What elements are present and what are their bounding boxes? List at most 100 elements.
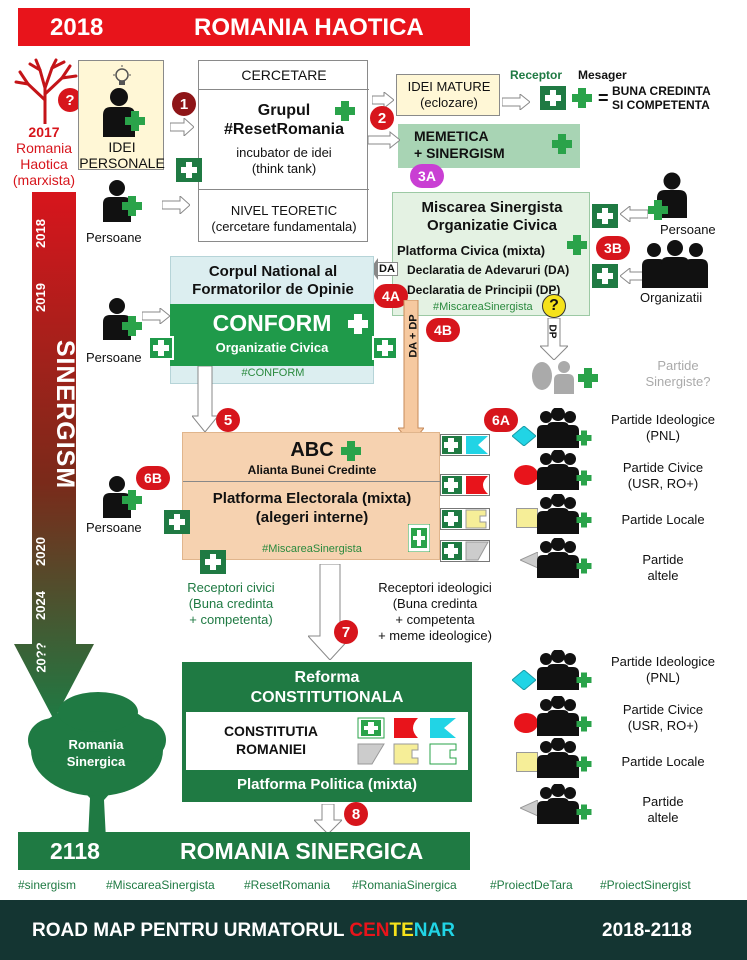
memetica-box: MEMETICA + SINERGISM: [398, 124, 580, 168]
organizatii-label: Organizatii: [640, 290, 703, 305]
step-6b-badge: 6B: [136, 466, 170, 490]
party-top-altele: Partide altele: [588, 552, 738, 584]
bottom-bar-text: ROAD MAP PENTRU URMATORUL CENTENAR: [32, 920, 455, 942]
timeline-word: SINERGISM: [51, 339, 80, 490]
dead-tree-icon: [14, 58, 78, 124]
timeline-year-2024: 2024: [32, 591, 48, 620]
person-icon: [103, 88, 135, 137]
gray-triangle-icon: [520, 800, 538, 816]
bottom-bar-te: TE: [389, 920, 414, 941]
receptori-ideologici-line-1: Receptori ideologici: [378, 580, 492, 595]
party-top-civice-line-2: (USR, RO+): [627, 476, 699, 491]
party-top-ideologice-line-2: (PNL): [646, 428, 680, 443]
miscarea-title: Miscarea Sinergista Organizatie Civica: [393, 199, 591, 235]
platforma-politica: Platforma Politica (mixta): [236, 776, 418, 793]
plus-icon: [122, 196, 142, 216]
party-top-altele-line-1: Partide: [642, 552, 684, 567]
grupul-title: Grupul #ResetRomania: [199, 101, 369, 139]
group-icon: [537, 408, 579, 448]
party-bottom-altele-line-1: Partide: [642, 794, 684, 809]
plus-icon: [341, 441, 361, 461]
receptori-civici-line-2: (Buna credinta: [188, 596, 274, 611]
platforma-civica: Platforma Civica (mixta): [397, 243, 546, 258]
header-banner: 2018 ROMANIA HAOTICA: [18, 8, 470, 46]
idei-line-1: IDEI: [108, 139, 136, 155]
down-arrow-5: [192, 366, 218, 432]
hashtag-1[interactable]: #sinergism: [18, 878, 77, 892]
idei-mature-line-2: (eclozare): [420, 95, 478, 110]
partide-sinergiste-line-2: Sinergiste?: [645, 374, 711, 389]
hashtag-4[interactable]: #RomaniaSinergica: [352, 878, 457, 892]
receptor-icon: [176, 158, 202, 182]
abc-box: ABC Alianta Bunei Credinte Platforma Ele…: [182, 432, 441, 560]
plus-icon: [122, 490, 142, 510]
step-7-badge: 7: [334, 620, 358, 644]
plus-icon: [567, 235, 587, 255]
arrow-right-icon: [142, 308, 170, 324]
partide-sinergiste-line-1: Partide: [657, 358, 699, 373]
red-circle-icon: [514, 465, 538, 485]
dp-down-arrow: [540, 318, 568, 360]
hashtag-5[interactable]: #ProiectDeTara: [490, 878, 573, 892]
party-top-locale-line-1: Partide Locale: [621, 512, 705, 527]
down-arrow-7: [308, 564, 352, 660]
plus-icon: [335, 101, 355, 121]
haotica-line-2: Haotica: [20, 156, 68, 172]
platforma-electorala-line-1: Platforma Electorala (mixta): [212, 490, 412, 507]
reforma-line-1: Reforma: [294, 669, 360, 686]
bottom-bar-range: 2018-2118: [602, 920, 692, 941]
receptor-icon: [592, 264, 618, 288]
plus-icon: [578, 368, 598, 388]
receptori-ideologici-line-4: + meme ideologice): [378, 628, 492, 643]
cyan-diamond-icon: [512, 426, 536, 446]
reforma-line-2: CONSTITUTIONALA: [250, 689, 404, 706]
year-2017: 2017: [28, 124, 60, 140]
persoane-label-2: Persoane: [86, 350, 142, 365]
abc-subtitle: Alianta Bunei Credinte: [247, 463, 377, 477]
receptori-civici-line-3: + competenta): [189, 612, 273, 627]
party-bottom-ideologice-line-1: Partide Ideologice: [610, 654, 716, 669]
gray-group-icon: [532, 361, 574, 394]
conform-hashtag: #CONFORM: [241, 367, 305, 379]
declaratia-da: Declaratia de Adevaruri (DA): [407, 263, 570, 277]
group-icon: [537, 494, 579, 534]
chip-yellow: [440, 508, 490, 530]
header-year: 2018: [50, 14, 104, 41]
party-bottom-altele-line-2: altele: [647, 810, 679, 825]
plus-icon: [576, 558, 592, 574]
plus-icon: [576, 804, 592, 820]
plus-icon: [576, 512, 592, 528]
hashtag-6[interactable]: #ProiectSinergist: [600, 878, 691, 892]
incubator-label: incubator de idei (think tank): [199, 145, 369, 177]
person-icon: [103, 298, 131, 340]
constitutia-label: CONSTITUTIA ROMANIEI: [196, 722, 346, 758]
divider: [199, 89, 369, 90]
party-bottom-civice: Partide Civice (USR, RO+): [588, 702, 738, 734]
arrow-right-icon: [502, 94, 530, 110]
nivel-line-2: (cercetare fundamentala): [211, 219, 357, 234]
corpul-title-2: Formatorilor de Opinie: [192, 281, 354, 298]
idei-mature-label: IDEI MATURE (eclozare): [397, 79, 501, 111]
mesager-plus-icon: [572, 88, 592, 108]
party-top-locale: Partide Locale: [588, 512, 738, 528]
memetica-line-2: + SINERGISM: [414, 145, 505, 161]
party-bottom-locale: Partide Locale: [588, 754, 738, 770]
idei-personale-box: IDEI PERSONALE: [78, 60, 165, 171]
haotica-line-3: (marxista): [12, 172, 76, 188]
step-1-badge: 1: [172, 92, 196, 116]
persoane-label-right: Persoane: [660, 222, 716, 237]
miscarea-title-1: Miscarea Sinergista: [421, 199, 563, 216]
party-top-civice-line-1: Partide Civice: [622, 460, 704, 475]
party-top-ideologice-line-1: Partide Ideologice: [610, 412, 716, 427]
hashtag-3[interactable]: #ResetRomania: [244, 878, 331, 892]
tree-label: Romania Sinergica: [38, 736, 154, 770]
hashtag-2[interactable]: #MiscareaSinergista: [106, 878, 215, 892]
party-bottom-locale-line-1: Partide Locale: [621, 754, 705, 769]
cercetare-label: CERCETARE: [241, 67, 327, 83]
party-top-civice: Partide Civice (USR, RO+): [588, 460, 738, 492]
chip-red: [440, 474, 490, 496]
red-circle-icon: [514, 713, 538, 733]
corpul-title: Corpul National al Formatorilor de Opini…: [171, 263, 375, 299]
receptor-icon: [148, 336, 174, 360]
mesager-label: Mesager: [578, 68, 627, 82]
